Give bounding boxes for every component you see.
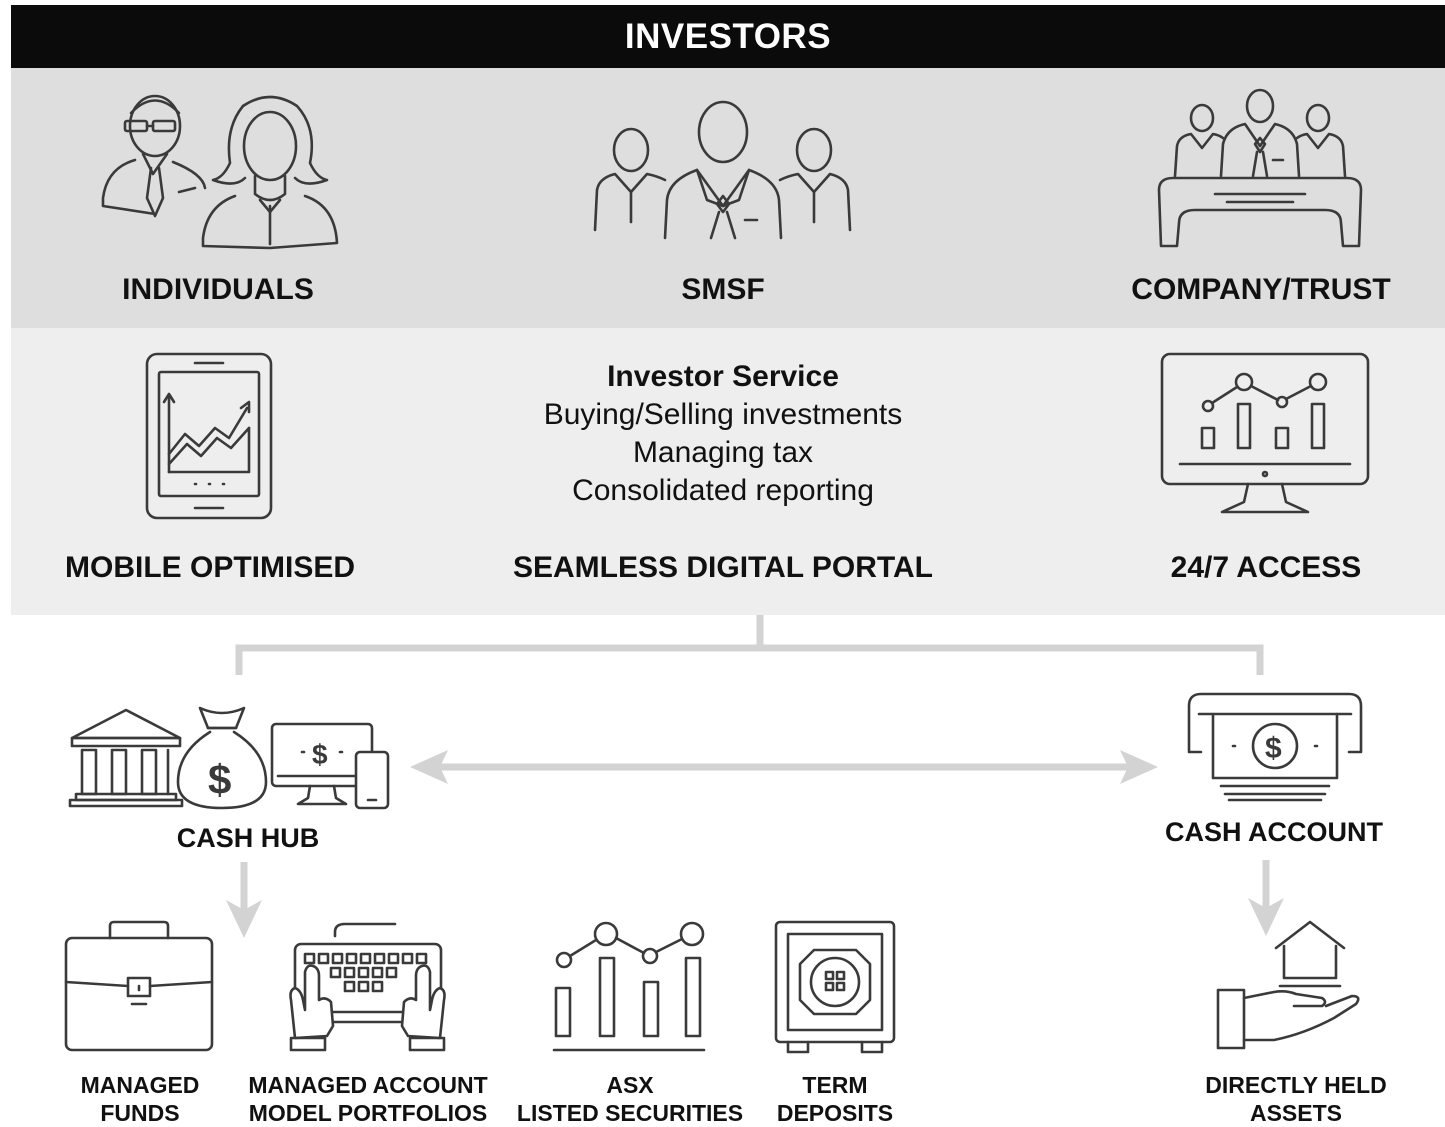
asset-label-asx: ASX LISTED SECURITIES xyxy=(517,1071,743,1127)
asset-label-line: MANAGED ACCOUNT xyxy=(248,1072,488,1098)
asset-label-line: ASX xyxy=(606,1072,654,1098)
double-arrow-right-head xyxy=(1120,750,1158,784)
asset-label-line: MANAGED xyxy=(80,1072,200,1098)
split-connector xyxy=(235,644,1264,675)
investor-service-line: Consolidated reporting xyxy=(572,474,874,507)
asset-label-line: DEPOSITS xyxy=(776,1100,894,1126)
double-arrow-left-head xyxy=(410,750,448,784)
asset-label-managed-funds: MANAGED FUNDS xyxy=(81,1071,200,1127)
portal-label-seamless: SEAMLESS DIGITAL PORTAL xyxy=(512,551,934,584)
header-title: INVESTORS xyxy=(624,16,832,56)
asset-label-line: TERM xyxy=(802,1072,868,1098)
monitor-chart-icon xyxy=(1160,352,1370,514)
cash-account-down-arrow-head xyxy=(1248,898,1284,936)
individuals-icon xyxy=(101,94,339,250)
cash-hub-down-arrow-head xyxy=(226,900,262,938)
investor-service-title: Investor Service xyxy=(607,360,839,393)
investor-service-text: Investor Service Buying/Selling investme… xyxy=(544,358,903,510)
bank-icon xyxy=(68,708,184,808)
asset-label-line: FUNDS xyxy=(100,1100,180,1126)
bar-line-chart-icon xyxy=(552,921,706,1052)
smsf-group-icon xyxy=(593,100,852,240)
cash-hub-label: CASH HUB xyxy=(176,823,320,853)
investor-type-label-smsf: SMSF xyxy=(681,273,765,306)
devices-icon: $ xyxy=(270,722,390,810)
investor-service-line: Buying/Selling investments xyxy=(543,398,903,431)
safe-icon xyxy=(774,920,896,1054)
asset-label-line: LISTED SECURITIES xyxy=(516,1100,744,1126)
svg-text:$: $ xyxy=(312,739,328,770)
asset-label-term-deposits: TERM DEPOSITS xyxy=(777,1071,893,1127)
portal-label-access: 24/7 ACCESS xyxy=(1170,551,1362,584)
investor-type-label-company-trust: COMPANY/TRUST xyxy=(1131,273,1391,306)
money-bag-icon: $ xyxy=(176,706,268,810)
asset-label-line: ASSETS xyxy=(1249,1100,1343,1126)
company-trust-icon xyxy=(1157,88,1363,248)
investor-service-line: Managing tax xyxy=(632,436,814,469)
svg-text:$: $ xyxy=(208,756,231,803)
portal-label-mobile: MOBILE OPTIMISED xyxy=(64,551,356,584)
asset-label-line: DIRECTLY HELD xyxy=(1205,1072,1387,1098)
svg-text:$: $ xyxy=(1265,732,1282,765)
cash-account-label: CASH ACCOUNT xyxy=(1165,817,1383,847)
asset-label-line: MODEL PORTFOLIOS xyxy=(248,1100,488,1126)
briefcase-icon xyxy=(64,920,214,1052)
house-hand-icon xyxy=(1216,920,1360,1050)
header-bar: INVESTORS xyxy=(11,5,1445,68)
tablet-chart-icon xyxy=(145,352,273,520)
keyboard-hands-icon xyxy=(289,922,446,1052)
asset-label-managed-account: MANAGED ACCOUNT MODEL PORTFOLIOS xyxy=(248,1071,487,1127)
asset-label-directly-held: DIRECTLY HELD ASSETS xyxy=(1205,1071,1386,1127)
investor-type-label-individuals: INDIVIDUALS xyxy=(122,273,314,306)
atm-cash-icon: $ xyxy=(1187,692,1363,802)
